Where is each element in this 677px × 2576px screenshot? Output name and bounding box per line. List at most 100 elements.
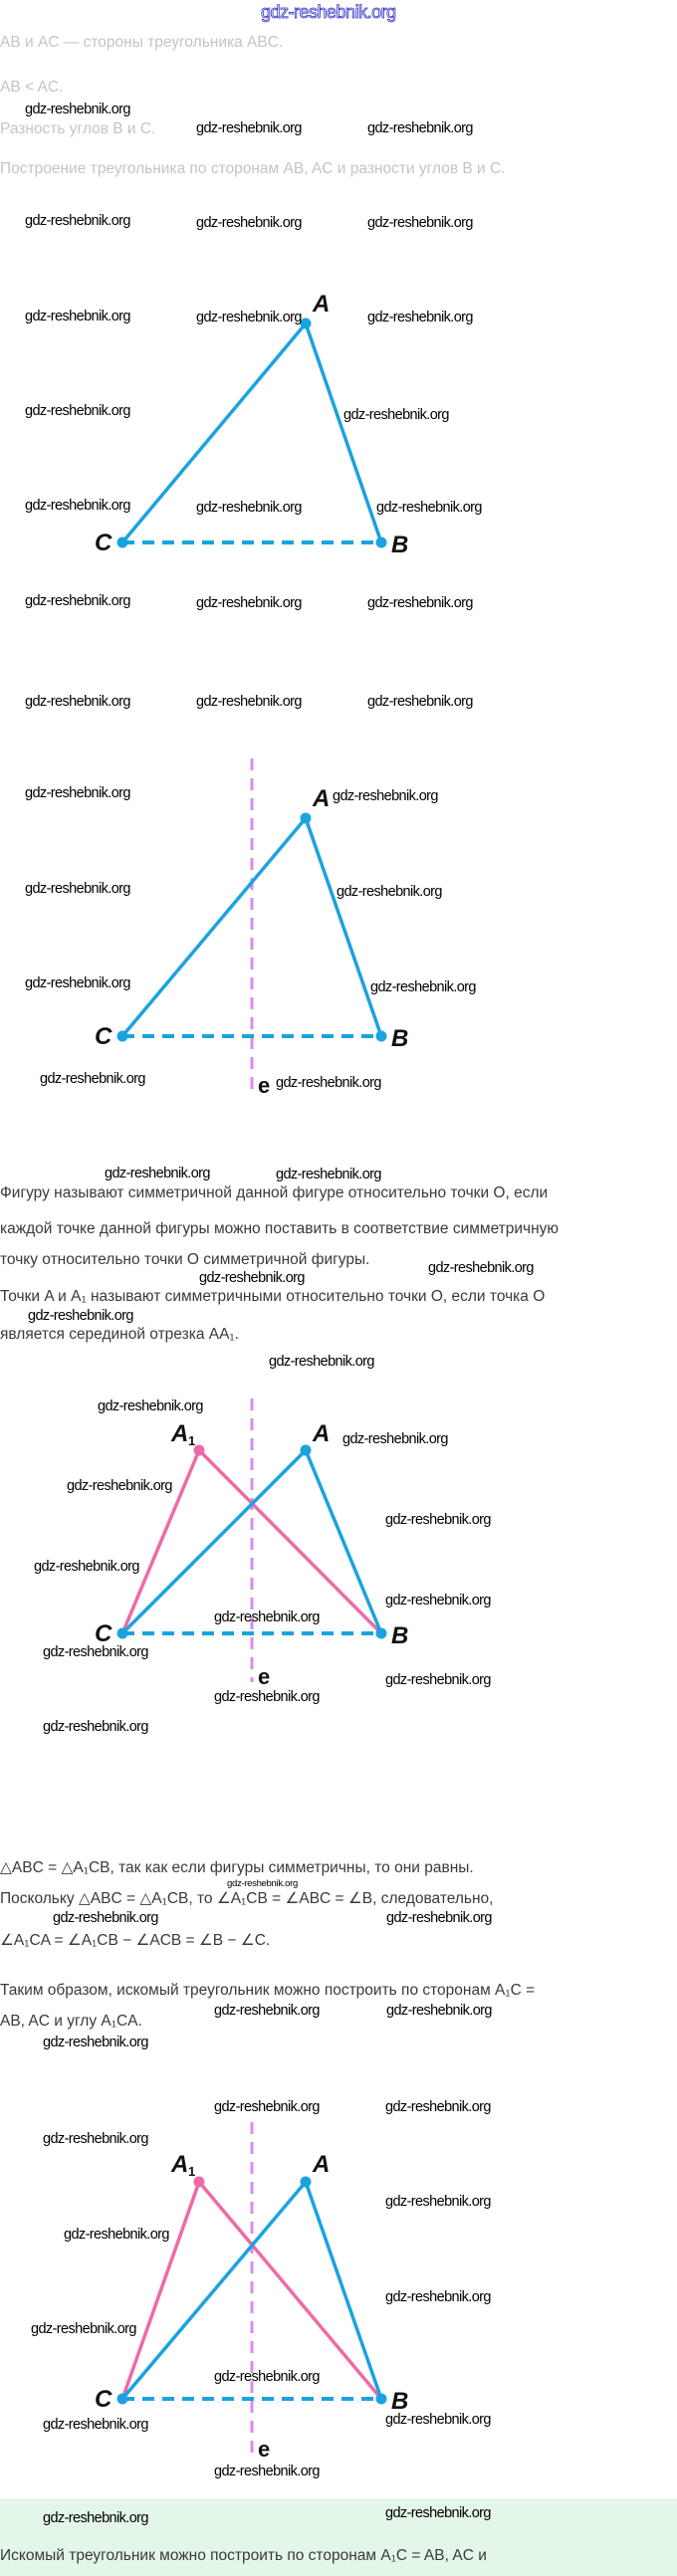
watermark: gdz-reshebnik.org [376,500,482,516]
watermark: gdz-reshebnik.org [214,2369,320,2385]
definition-line-4: Точки A и A₁ называют симметричными отно… [0,1288,546,1305]
watermark: gdz-reshebnik.org [25,593,130,609]
label-c: C [95,1620,113,1647]
watermark: gdz-reshebnik.org [342,1431,448,1447]
given-sides: AB и AC — стороны треугольника ABC. [0,34,284,51]
watermark: gdz-reshebnik.org [385,2099,491,2115]
label-e: e [258,2437,270,2462]
label-b: B [391,532,408,558]
watermark: gdz-reshebnik.org [428,1260,534,1276]
label-c: C [95,1023,113,1050]
watermark: gdz-reshebnik.org [196,310,302,325]
site-logo[interactable]: gdz-reshebnik.org [261,2,397,23]
watermark: gdz-reshebnik.org [196,120,302,136]
side-ca [120,1448,308,1635]
watermark: gdz-reshebnik.org [43,2510,148,2526]
watermark: gdz-reshebnik.org [43,1719,148,1735]
watermark: gdz-reshebnik.org [367,215,473,231]
label-e: e [258,1664,270,1689]
watermark: gdz-reshebnik.org [367,120,473,136]
side-ab [304,2181,383,2400]
watermark: gdz-reshebnik.org [196,215,302,231]
definition-line-5: является серединой отрезка AA₁. [0,1326,239,1343]
answer-text: Искомый треугольник можно построить по с… [0,2547,487,2564]
point-a [300,2176,312,2188]
given-inequality: AB < AC. [0,79,64,96]
figure-3: A 1 A C B e [95,1398,408,1689]
watermark: gdz-reshebnik.org [385,2289,491,2305]
watermark: gdz-reshebnik.org [31,2321,136,2337]
watermark: gdz-reshebnik.org [367,595,473,611]
watermark: gdz-reshebnik.org [367,310,473,325]
point-b [375,537,387,548]
definition-line-2: каждой точке данной фигуры можно постави… [0,1220,560,1237]
label-a: A [312,785,330,812]
watermark: gdz-reshebnik.org [343,407,449,423]
side-ab [304,1449,383,1634]
figure-2: A C B e [95,758,408,1098]
watermark: gdz-reshebnik.org [196,500,302,516]
watermark: gdz-reshebnik.org [386,1910,492,1926]
watermark: gdz-reshebnik.org [67,1478,172,1494]
watermark: gdz-reshebnik.org [214,2003,320,2019]
watermark: gdz-reshebnik.org [269,1354,374,1370]
label-c: C [95,530,113,556]
reasoning-line-3: ∠A₁CA = ∠A₁CB − ∠ACB = ∠B − ∠C. [0,1932,271,1949]
watermark: gdz-reshebnik.org [25,975,130,991]
watermark: gdz-reshebnik.org [333,788,438,804]
point-b [375,1627,387,1639]
watermark: gdz-reshebnik.org [98,1398,203,1414]
point-a [300,318,312,329]
watermark: gdz-reshebnik.org [214,2464,320,2479]
label-a1-subscript: 1 [188,1433,195,1448]
watermark: gdz-reshebnik.org [385,2194,491,2210]
point-b [375,1030,387,1042]
figure-4: A 1 A C B e [95,2122,408,2462]
side-ca [120,322,308,544]
point-a1 [193,2176,205,2188]
label-e: e [258,1073,270,1098]
watermark: gdz-reshebnik.org [25,785,130,801]
point-c [116,1627,128,1639]
watermark: gdz-reshebnik.org [367,694,473,710]
label-a1: A [170,2151,188,2178]
task-statement: Построение треугольника по сторонам AB, … [0,160,506,177]
reasoning-line-5: AB, AC и углу A₁CA. [0,2013,142,2030]
point-a1 [193,1444,205,1456]
watermark: gdz-reshebnik.org [199,1270,305,1286]
definition-line-3: точку относительно точки O симметричной … [0,1251,370,1268]
watermark: gdz-reshebnik.org [385,1593,491,1609]
watermark: gdz-reshebnik.org [385,2412,491,2428]
label-a: A [312,2151,330,2178]
watermark: gdz-reshebnik.org [25,213,130,229]
point-a [300,812,312,824]
reasoning-line-2: Поскольку △ABC = △A₁CB, то ∠A₁CB = ∠ABC … [0,1890,494,1907]
figure-1: A C B [95,291,408,558]
definition-line-1: Фигуру называют симметричной данной фигу… [0,1184,549,1201]
watermark: gdz-reshebnik.org [64,2227,169,2243]
point-c [116,1030,128,1042]
side-ca [120,816,308,1038]
reasoning-line-4: Таким образом, искомый треугольник можно… [0,1982,536,1999]
point-a [300,1444,312,1456]
watermark: gdz-reshebnik.org [214,2099,320,2115]
side-ca1 [120,2181,201,2400]
watermark: gdz-reshebnik.org [53,1910,158,1926]
watermark: gdz-reshebnik.org [25,403,130,419]
label-b: B [391,1622,408,1649]
watermark: gdz-reshebnik.org [196,595,302,611]
watermark: gdz-reshebnik.org [43,2131,148,2147]
watermark: gdz-reshebnik.org [370,979,476,995]
reasoning-line-1: △ABC = △A₁CB, так как если фигуры симмет… [0,1859,474,1876]
watermark: gdz-reshebnik.org [105,1166,210,1181]
watermark: gdz-reshebnik.org [276,1075,381,1091]
side-ca [120,2180,308,2401]
side-a1b [197,1448,383,1635]
watermark: gdz-reshebnik.org [385,1512,491,1528]
answer-section [0,2498,677,2576]
watermark: gdz-reshebnik.org [214,1610,320,1625]
watermark: gdz-reshebnik.org [43,2035,148,2050]
watermark: gdz-reshebnik.org [25,498,130,514]
watermark: gdz-reshebnik.org [43,1644,148,1660]
